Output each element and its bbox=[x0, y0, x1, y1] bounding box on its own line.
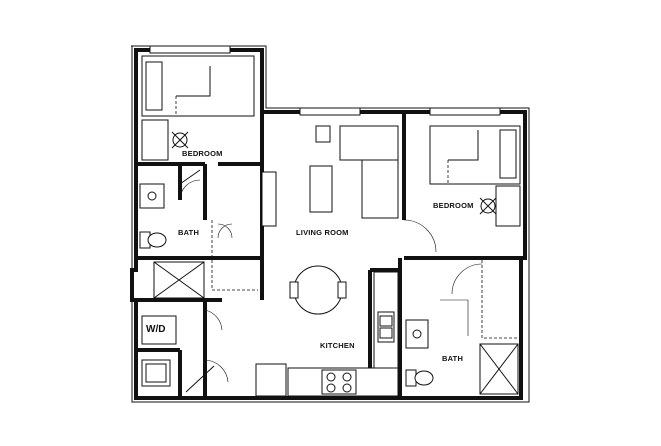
room-label-bedroom-left: BEDROOM bbox=[182, 149, 223, 158]
sink bbox=[139, 183, 165, 209]
washer-dryer bbox=[141, 315, 177, 345]
desk bbox=[141, 119, 169, 161]
sofa bbox=[339, 125, 399, 161]
refrigerator bbox=[255, 363, 287, 397]
chair bbox=[337, 281, 347, 299]
window bbox=[149, 45, 231, 54]
washer-dryer-label: W/D bbox=[146, 324, 166, 335]
window bbox=[429, 107, 501, 116]
chair bbox=[172, 132, 188, 148]
desk bbox=[495, 185, 521, 227]
room-label-kitchen: KITCHEN bbox=[320, 341, 355, 350]
room-label-bath-right: BATH bbox=[442, 354, 464, 363]
range bbox=[321, 369, 357, 395]
room-label-bath-left: BATH bbox=[178, 228, 200, 237]
tv-console bbox=[261, 171, 277, 227]
closet bbox=[481, 260, 520, 339]
closet bbox=[211, 220, 258, 291]
sink bbox=[405, 319, 429, 349]
side-table bbox=[315, 125, 331, 143]
chair bbox=[480, 198, 496, 214]
coffee-table bbox=[309, 165, 333, 213]
room-label-bedroom-right: BEDROOM bbox=[433, 201, 474, 210]
room-label-living-room: LIVING ROOM bbox=[296, 228, 349, 237]
dining-table bbox=[293, 265, 343, 315]
chair bbox=[289, 281, 299, 299]
window bbox=[299, 107, 361, 116]
